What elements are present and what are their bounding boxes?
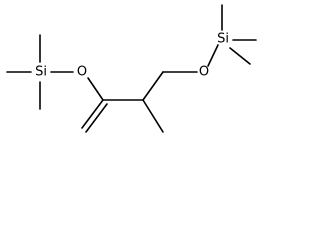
atom-si-left: Si	[35, 65, 47, 80]
bond-o-left-c2	[87, 77, 104, 101]
bond-c3-c4	[142, 71, 164, 101]
atom-o-left: O	[77, 65, 87, 80]
atom-si-right: Si	[217, 32, 229, 47]
bond-si-right-methyl-down	[229, 47, 251, 65]
structure-diagram: Si O O Si	[0, 0, 260, 146]
atom-o-right: O	[199, 65, 209, 80]
molecule-structure: Si O O Si	[6, 4, 257, 133]
bond-c3-methyl	[142, 99, 164, 133]
bond-o-right-si	[207, 44, 219, 67]
bond-c2-ch2-b	[85, 103, 108, 133]
bond-c2-ch2-a	[81, 99, 104, 129]
